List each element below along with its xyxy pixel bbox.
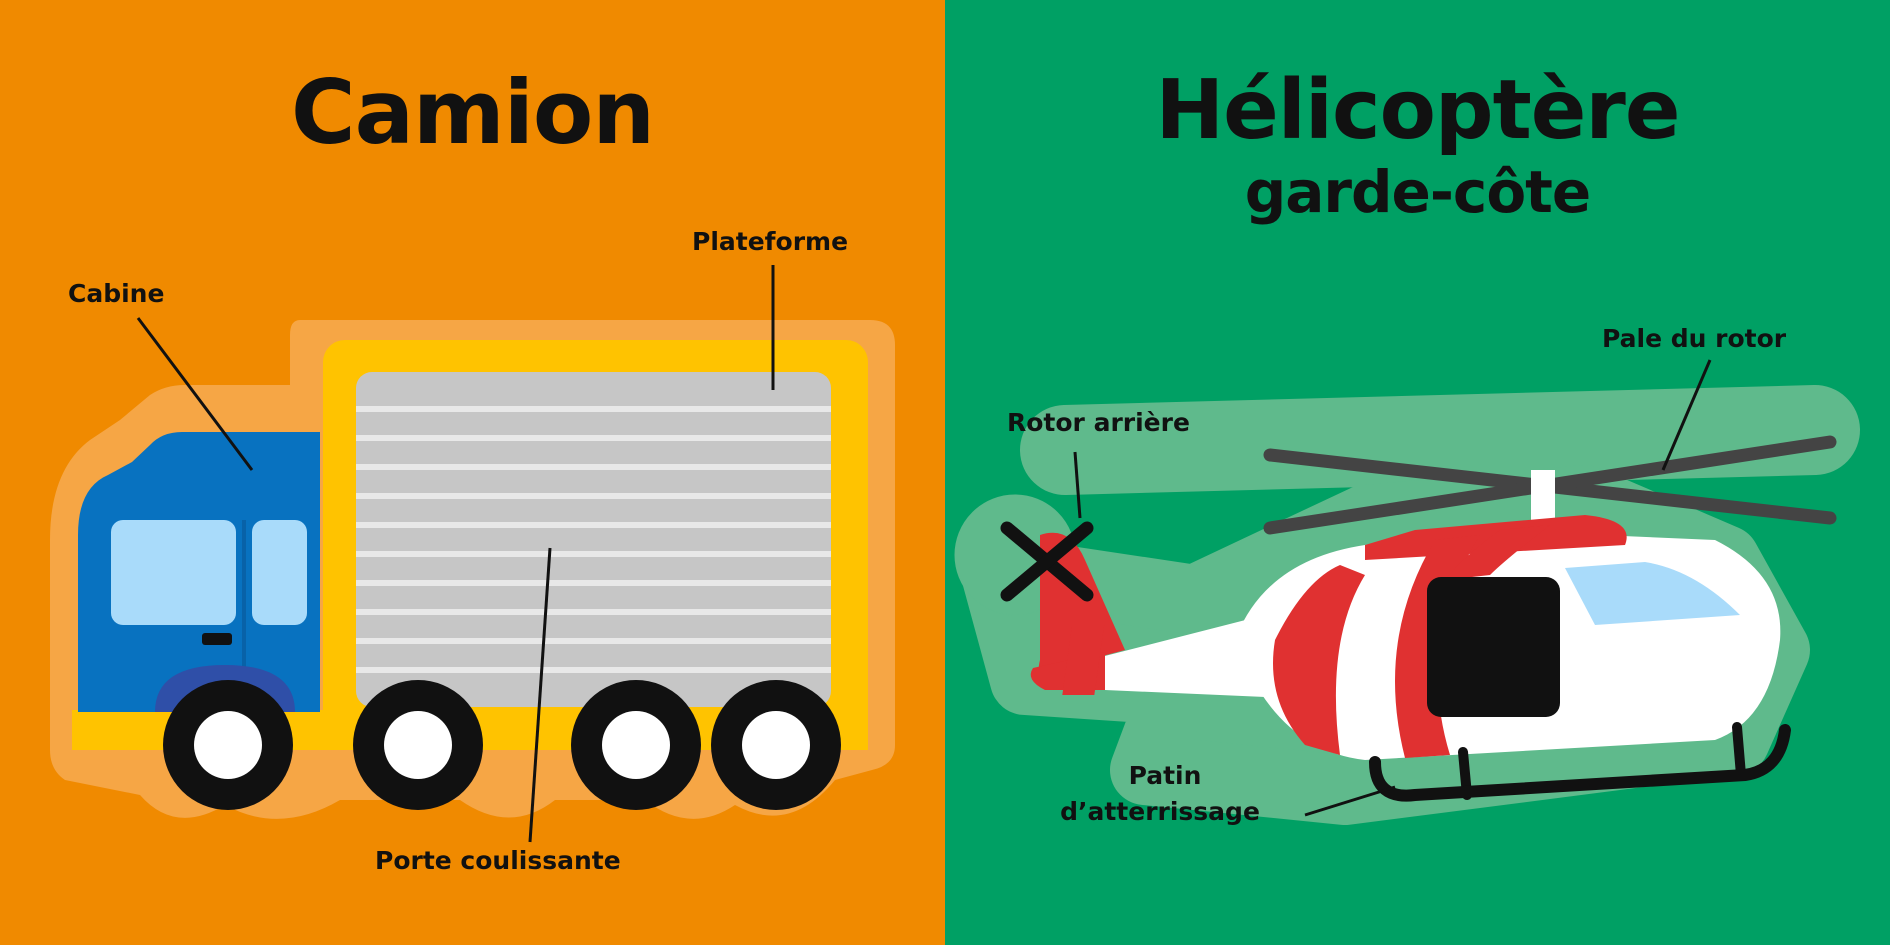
helicopter-title-line-1: Hélicoptère: [1155, 63, 1681, 158]
label-cabin: Cabine: [68, 279, 165, 308]
leader-line-sliding-door: [528, 547, 552, 843]
helicopter-windshield: [1565, 562, 1740, 625]
helicopter-tail-rotor: [1000, 521, 1094, 602]
truck-door-handle: [202, 633, 232, 645]
label-skid: Patin d’atterrissage: [1060, 758, 1260, 830]
helicopter-title: Hélicoptère garde-côte: [945, 62, 1890, 224]
label-rotor-blade: Pale du rotor: [1602, 324, 1787, 353]
helicopter-rotor-mast: [1531, 470, 1555, 520]
helicopter-red-stripe-3: [1445, 525, 1550, 580]
truck-wheel-2: [353, 680, 483, 810]
truck-door-slats: [356, 406, 831, 673]
label-skid-line-2: d’atterrissage: [1060, 797, 1260, 826]
leader-line-tail-rotor: [1073, 451, 1082, 519]
label-platform: Plateforme: [692, 227, 849, 256]
truck-cabin-window-front: [111, 520, 236, 625]
leader-line-rotor-blade: [1661, 359, 1712, 471]
label-skid-line-1: Patin: [1128, 761, 1202, 790]
leader-line-cabin: [136, 317, 254, 471]
truck-wheel-3: [571, 680, 701, 810]
helicopter-landing-skid: [1369, 722, 1791, 802]
truck-wheel-4: [711, 680, 841, 810]
truck-panel: Camion Cabine Plateforme Porte coulissan…: [0, 0, 945, 945]
helicopter-tail-stripe-2: [1062, 625, 1105, 695]
truck-illustration: [0, 0, 945, 945]
helicopter-panel: Hélicoptère garde-côte Pale du rotor Rot…: [945, 0, 1890, 945]
helicopter-door: [1427, 577, 1560, 717]
helicopter-title-line-2: garde-côte: [1244, 158, 1591, 226]
leader-line-skid: [1304, 785, 1396, 817]
helicopter-red-stripe-1: [1273, 565, 1365, 755]
label-tail-rotor: Rotor arrière: [1007, 408, 1190, 437]
truck-wheel-1: [163, 680, 293, 810]
label-sliding-door: Porte coulissante: [375, 846, 621, 875]
truck-sliding-door: [356, 372, 831, 707]
truck-title: Camion: [291, 61, 655, 164]
truck-cabin-window-side: [252, 520, 307, 625]
helicopter-illustration: [945, 0, 1890, 945]
